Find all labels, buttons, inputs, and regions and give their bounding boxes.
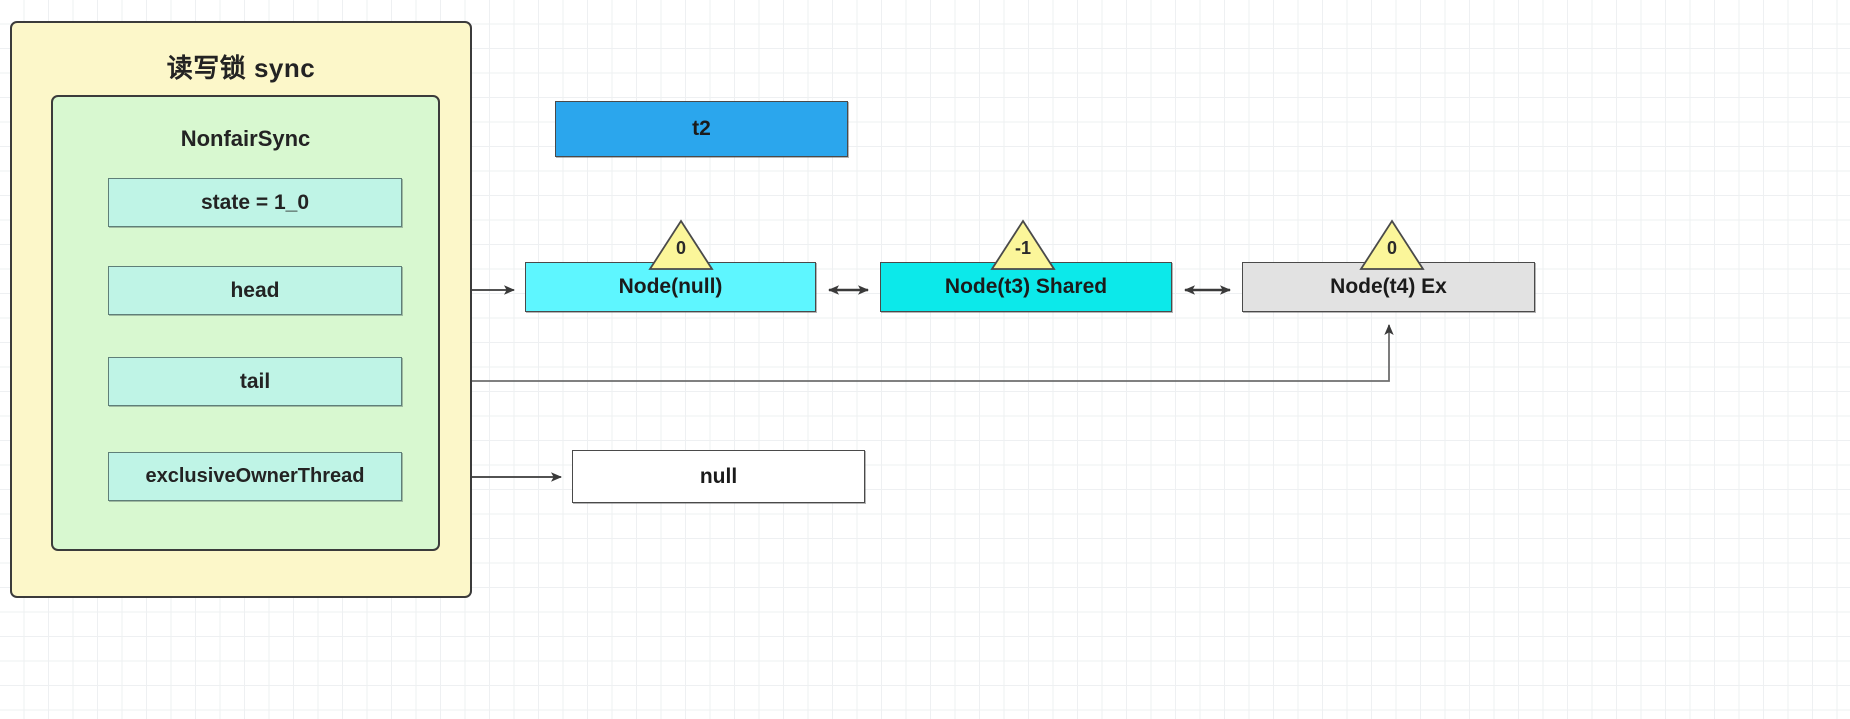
wait-status-label-1: -1 [1014,238,1031,258]
connector-tail-to-node2 [402,324,1394,382]
thread-box-t2: t2 [555,101,848,157]
wait-status-triangle-2: 0 [1359,219,1425,270]
field-tail: tail [108,357,402,406]
null-box: null [572,450,865,503]
queue-node-0: Node(null) [525,262,816,312]
field-state: state = 1_0 [108,178,402,227]
sync-title: 读写锁 sync [166,52,316,83]
nonfairsync-title: NonfairSync [180,126,311,151]
wait-status-label-2: 0 [1386,238,1397,258]
wait-status-label-0: 0 [675,238,686,258]
field-exclusive-owner-thread: exclusiveOwnerThread [108,452,402,501]
wait-status-triangle-1: -1 [990,219,1056,270]
wait-status-triangle-0: 0 [648,219,714,270]
field-head: head [108,266,402,315]
